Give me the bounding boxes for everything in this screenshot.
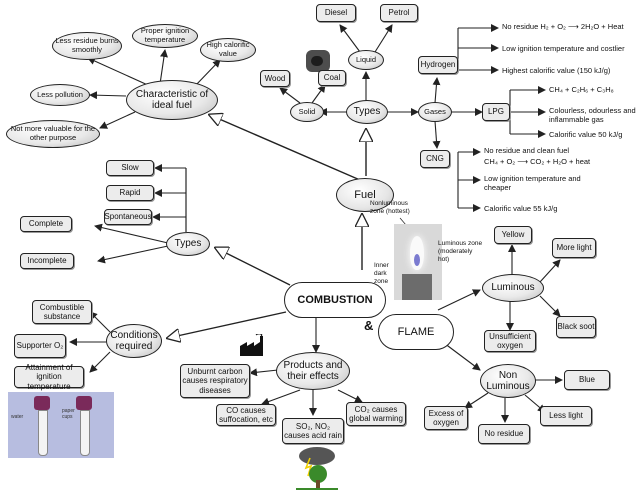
water-label: water — [11, 414, 24, 420]
less-light-node: Less light — [540, 406, 592, 426]
gases-node: Gases — [418, 102, 452, 122]
conditions-node: Conditions required — [106, 324, 162, 358]
slow-node: Slow — [106, 160, 154, 176]
coal-photo — [306, 50, 330, 72]
black-soot-node: Black soot — [556, 316, 596, 338]
paper-cup-photo: water paper cups — [8, 392, 114, 458]
less-residue-node: Less residue burns smoothly — [52, 32, 122, 60]
lpg-prop-2: Colourless, odourless and inflammable ga… — [549, 106, 636, 125]
flame-cloud: FLAME — [378, 314, 454, 350]
cng-node: CNG — [420, 150, 450, 168]
ideal-fuel-node: Characteristic of ideal fuel — [126, 80, 218, 120]
luminous-node: Luminous — [482, 274, 544, 302]
lpg-prop-3: Calorific value 50 kJ/g — [549, 130, 623, 139]
petrol-node: Petrol — [380, 4, 418, 22]
ignition-attainment-node: Attainment of ignition temperature — [14, 363, 84, 391]
high-calorific-node: High calorific value — [200, 38, 256, 62]
factory-icon — [238, 333, 266, 356]
combustion-types-node: Types — [166, 232, 210, 256]
supporter-node: Supporter O₂ — [14, 334, 66, 358]
co-node: CO causes suffocation, etc — [216, 404, 276, 426]
fuel-types-node: Types — [346, 100, 388, 124]
storm-tree-icon — [296, 446, 338, 490]
liquid-node: Liquid — [348, 50, 384, 70]
excess-oxygen-node: Excess of oxygen — [424, 406, 468, 430]
so2-node: SO₂, NO₂ causes acid rain — [282, 418, 344, 444]
inner-dark-zone-label: Inner dark zone — [374, 262, 389, 286]
combustible-node: Combustible substance — [32, 300, 92, 324]
ampersand: & — [364, 318, 374, 333]
candle-flame-photo — [394, 224, 442, 300]
more-light-node: More light — [552, 238, 596, 258]
no-residue-node: No residue — [478, 424, 530, 444]
lpg-node: LPG — [482, 103, 510, 121]
insufficient-oxygen-node: Unsufficient oxygen — [484, 330, 536, 352]
luminous-zone-label: Luminous zone (moderately hot) — [438, 240, 483, 264]
not-valuable-node: Not more valuable for the other purpose — [6, 120, 100, 148]
co2-node: CO₂ causes global warming — [346, 402, 406, 426]
blue-node: Blue — [564, 370, 610, 390]
cng-prop-2: CH₄ + O₂ ⟶ CO₂ + H₂O + heat — [484, 157, 591, 166]
hydrogen-node: Hydrogen — [418, 56, 458, 74]
rapid-node: Rapid — [106, 185, 154, 201]
incomplete-node: Incomplete — [20, 253, 74, 269]
nonluminous-zone-label: Nonluminous zone (hottest) — [370, 200, 410, 216]
lpg-prop-1: CH₄ + C₂H₆ + C₃H₈ — [549, 85, 614, 94]
hydrogen-prop-2: Low ignition temperature and costlier — [502, 44, 625, 53]
complete-node: Complete — [20, 216, 72, 232]
products-node: Products and their effects — [276, 352, 350, 390]
diesel-node: Diesel — [316, 4, 356, 22]
solid-node: Solid — [290, 102, 324, 122]
unburnt-carbon-node: Unburnt carbon causes respiratory diseas… — [180, 364, 250, 398]
fuel-node: Fuel — [336, 178, 394, 212]
wood-node: Wood — [260, 70, 290, 87]
non-luminous-node: Non Luminous — [480, 364, 536, 398]
cng-prop-4: Calorific value 55 kJ/g — [484, 204, 558, 213]
paper-cups-label: paper cups — [62, 408, 75, 421]
yellow-node: Yellow — [494, 226, 532, 244]
cng-prop-1: No residue and clean fuel — [484, 146, 570, 155]
ignition-temp-node: Proper ignition temperature — [132, 24, 198, 48]
cng-prop-3: Low ignition temperature and cheaper — [484, 174, 581, 193]
less-pollution-node: Less pollution — [30, 84, 90, 106]
coal-node: Coal — [318, 70, 346, 86]
combustion-cloud: COMBUSTION — [284, 282, 386, 318]
hydrogen-prop-3: Highest calorific value (150 kJ/g) — [502, 66, 611, 75]
hydrogen-prop-1: No residue H₂ + O₂ ⟶ 2H₂O + Heat — [502, 22, 624, 31]
spontaneous-node: Spontaneous — [104, 209, 152, 225]
